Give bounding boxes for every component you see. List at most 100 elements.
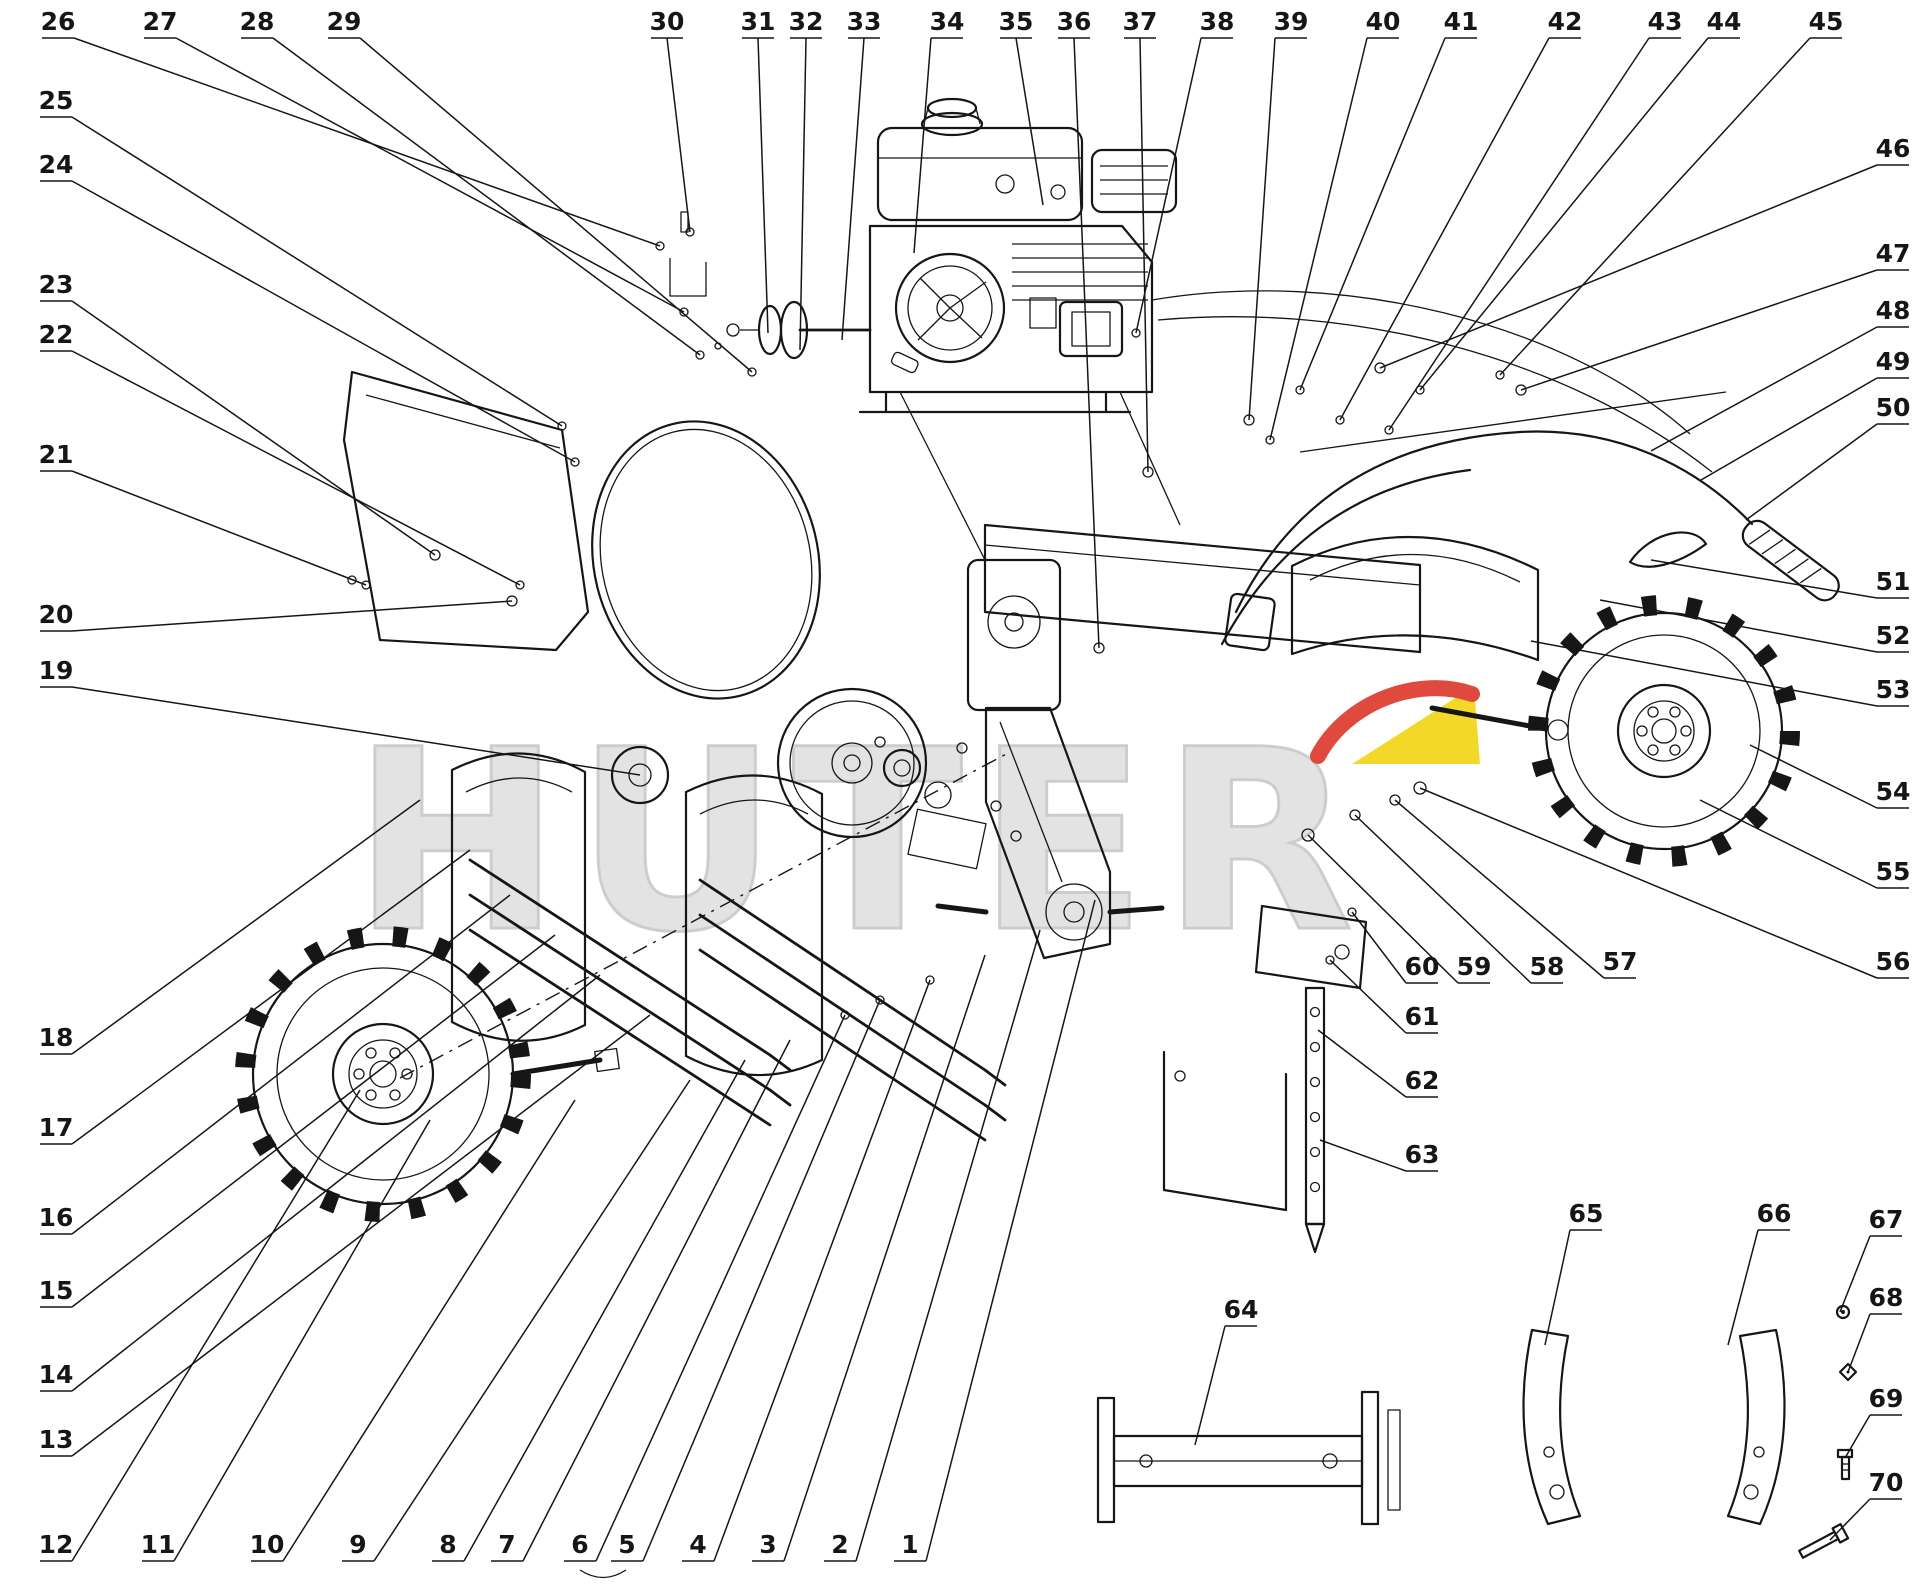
exploded-view-drawing bbox=[235, 97, 1858, 1579]
callout-number-60: 60 bbox=[1405, 952, 1440, 981]
left-wheel bbox=[235, 926, 531, 1222]
callout-leader-24 bbox=[71, 180, 576, 463]
callout-number-64: 64 bbox=[1224, 1295, 1259, 1324]
callout-number-23: 23 bbox=[39, 270, 74, 299]
callout-number-49: 49 bbox=[1876, 347, 1911, 376]
callout-leader-62 bbox=[1317, 1029, 1407, 1098]
callout-number-42: 42 bbox=[1548, 7, 1583, 36]
callout-number-50: 50 bbox=[1876, 393, 1911, 422]
engine-mount-hardware bbox=[655, 211, 757, 377]
callout-leader-61 bbox=[1329, 959, 1407, 1034]
callout-number-53: 53 bbox=[1876, 675, 1911, 704]
callout-number-19: 19 bbox=[39, 656, 74, 685]
support-bracket bbox=[1162, 1050, 1288, 1212]
callout-number-69: 69 bbox=[1869, 1384, 1904, 1413]
callout-number-32: 32 bbox=[789, 7, 824, 36]
callout-leader-7 bbox=[522, 1039, 791, 1562]
callout-leader-8 bbox=[463, 1059, 746, 1562]
callout-leader-29 bbox=[359, 37, 753, 373]
callout-number-22: 22 bbox=[39, 320, 74, 349]
callout-leader-60 bbox=[1351, 911, 1407, 984]
callout-leader-27 bbox=[175, 37, 685, 313]
callout-number-3: 3 bbox=[759, 1530, 776, 1559]
callout-number-8: 8 bbox=[439, 1530, 456, 1559]
callout-leader-33 bbox=[841, 37, 865, 341]
callout-leader-65 bbox=[1544, 1229, 1571, 1346]
bearing-flange bbox=[610, 745, 670, 805]
callout-leader-53 bbox=[1530, 640, 1878, 707]
callout-number-33: 33 bbox=[847, 7, 882, 36]
callout-leader-34 bbox=[913, 37, 932, 254]
callout-leader-39 bbox=[1248, 37, 1276, 421]
callout-number-39: 39 bbox=[1274, 7, 1309, 36]
belt-cover-panel bbox=[342, 370, 590, 652]
callout-number-58: 58 bbox=[1530, 952, 1565, 981]
handlebar-grip bbox=[1741, 519, 1840, 602]
callout-number-12: 12 bbox=[39, 1530, 74, 1559]
callout-number-68: 68 bbox=[1869, 1283, 1904, 1312]
callout-leader-46 bbox=[1379, 164, 1878, 369]
callout-number-40: 40 bbox=[1366, 7, 1401, 36]
engine-pulley bbox=[726, 300, 872, 360]
callout-leader-21 bbox=[71, 470, 367, 586]
callout-number-13: 13 bbox=[39, 1425, 74, 1454]
callout-number-37: 37 bbox=[1123, 7, 1158, 36]
callout-number-18: 18 bbox=[39, 1023, 74, 1052]
callout-leader-18 bbox=[71, 799, 421, 1055]
callout-leader-50 bbox=[1745, 423, 1878, 521]
callout-leader-25 bbox=[71, 116, 563, 427]
callout-leader-37 bbox=[1139, 37, 1149, 473]
callout-number-10: 10 bbox=[250, 1530, 285, 1559]
callout-number-63: 63 bbox=[1405, 1140, 1440, 1169]
callout-leader-6 bbox=[595, 1014, 846, 1562]
gearbox bbox=[935, 558, 1165, 960]
callout-number-29: 29 bbox=[327, 7, 362, 36]
throttle-cables bbox=[1131, 290, 1727, 473]
callout-leader-3 bbox=[783, 954, 986, 1562]
callout-leader-13 bbox=[71, 1014, 651, 1457]
handlebar-mount bbox=[1224, 592, 1276, 652]
callout-leader-55 bbox=[1699, 799, 1878, 889]
callout-leader-68 bbox=[1847, 1313, 1871, 1373]
callout-number-51: 51 bbox=[1876, 567, 1911, 596]
callout-leader-70 bbox=[1829, 1498, 1871, 1541]
watermark-text: HUTER bbox=[352, 696, 1368, 987]
callout-number-9: 9 bbox=[349, 1530, 366, 1559]
callout-number-70: 70 bbox=[1869, 1468, 1904, 1497]
tine-blades bbox=[468, 858, 1007, 1142]
callout-leader-58 bbox=[1354, 814, 1532, 984]
logo-swoosh-icon bbox=[1310, 680, 1480, 764]
handlebar-assembly bbox=[1220, 385, 1840, 652]
callout-leader-54 bbox=[1749, 744, 1878, 809]
callout-number-43: 43 bbox=[1648, 7, 1683, 36]
callout-leader-28 bbox=[272, 37, 701, 356]
fastener-70 bbox=[1798, 1523, 1850, 1559]
callout-number-17: 17 bbox=[39, 1113, 74, 1142]
fastener-67 bbox=[1835, 1304, 1851, 1320]
callout-number-31: 31 bbox=[741, 7, 776, 36]
callout-leader-47 bbox=[1520, 269, 1878, 391]
callout-number-16: 16 bbox=[39, 1203, 74, 1232]
callout-leader-44 bbox=[1419, 37, 1709, 391]
callout-leader-57 bbox=[1394, 799, 1605, 979]
callout-number-28: 28 bbox=[240, 7, 275, 36]
callout-number-57: 57 bbox=[1603, 947, 1638, 976]
callout-number-52: 52 bbox=[1876, 621, 1911, 650]
callout-leader-22 bbox=[71, 350, 521, 586]
callout-leader-26 bbox=[73, 37, 661, 247]
callout-number-11: 11 bbox=[141, 1530, 176, 1559]
callout-leader-64 bbox=[1194, 1325, 1226, 1446]
callout-leader-16 bbox=[71, 894, 511, 1235]
callout-leader-12 bbox=[71, 1089, 361, 1562]
callout-leader-51 bbox=[1650, 559, 1878, 599]
callout-leader-48 bbox=[1650, 326, 1878, 452]
callout-number-15: 15 bbox=[39, 1276, 74, 1305]
logo-flag-icon bbox=[1352, 686, 1480, 764]
callout-leader-20 bbox=[71, 600, 513, 632]
tiller-blade-left bbox=[1522, 1328, 1582, 1526]
tine-shield-right bbox=[684, 774, 824, 1077]
callout-leader-41 bbox=[1299, 37, 1446, 391]
callout-leader-66 bbox=[1727, 1229, 1759, 1346]
callout-leader-17 bbox=[71, 849, 471, 1145]
